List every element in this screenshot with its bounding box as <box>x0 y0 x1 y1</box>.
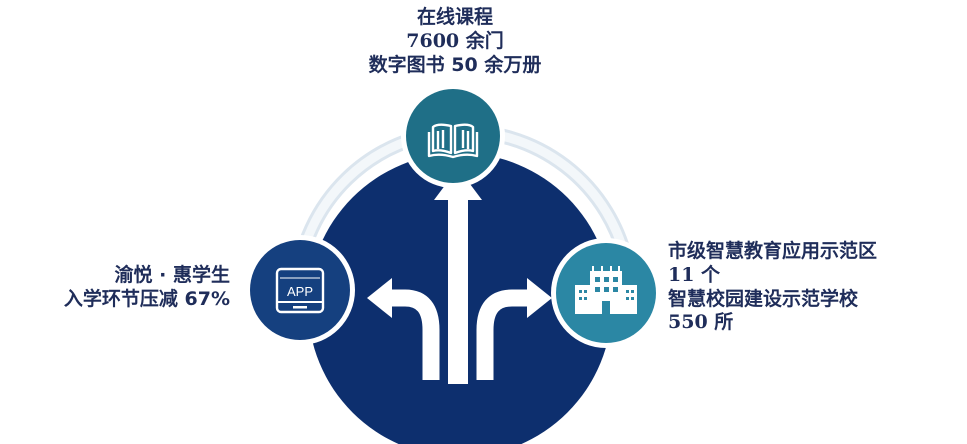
left-circle <box>245 235 355 345</box>
left-item-line-2: 入学环节压减 67% <box>63 287 230 310</box>
app-tablet-icon: APP <box>275 267 325 314</box>
top-circle <box>401 84 505 188</box>
top-item-text: 在线课程 7600 余门 数字图书 50 余万册 <box>330 6 580 77</box>
right-item-line-4: 550 所 <box>668 311 734 334</box>
app-label: APP <box>287 284 313 299</box>
right-item-line-1: 市级智慧教育应用示范区 <box>668 240 878 262</box>
left-item-text: 渝悦 · 惠学生 入学环节压减 67% <box>40 264 230 312</box>
top-item-line-3: 数字图书 50 余万册 <box>368 53 542 76</box>
three-way-arrow-icon <box>367 168 552 384</box>
right-item-line-3: 智慧校园建设示范学校 <box>668 287 859 310</box>
school-building-icon <box>575 266 637 314</box>
left-item-line-1: 渝悦 · 惠学生 <box>114 264 230 286</box>
open-book-icon <box>427 123 479 159</box>
top-item-line-1: 在线课程 <box>416 6 493 28</box>
right-item-text: 市级智慧教育应用示范区 11 个 智慧校园建设示范学校 550 所 <box>668 240 958 335</box>
top-item-line-2: 7600 余门 <box>406 29 504 52</box>
right-item-line-2: 11 个 <box>668 263 721 286</box>
